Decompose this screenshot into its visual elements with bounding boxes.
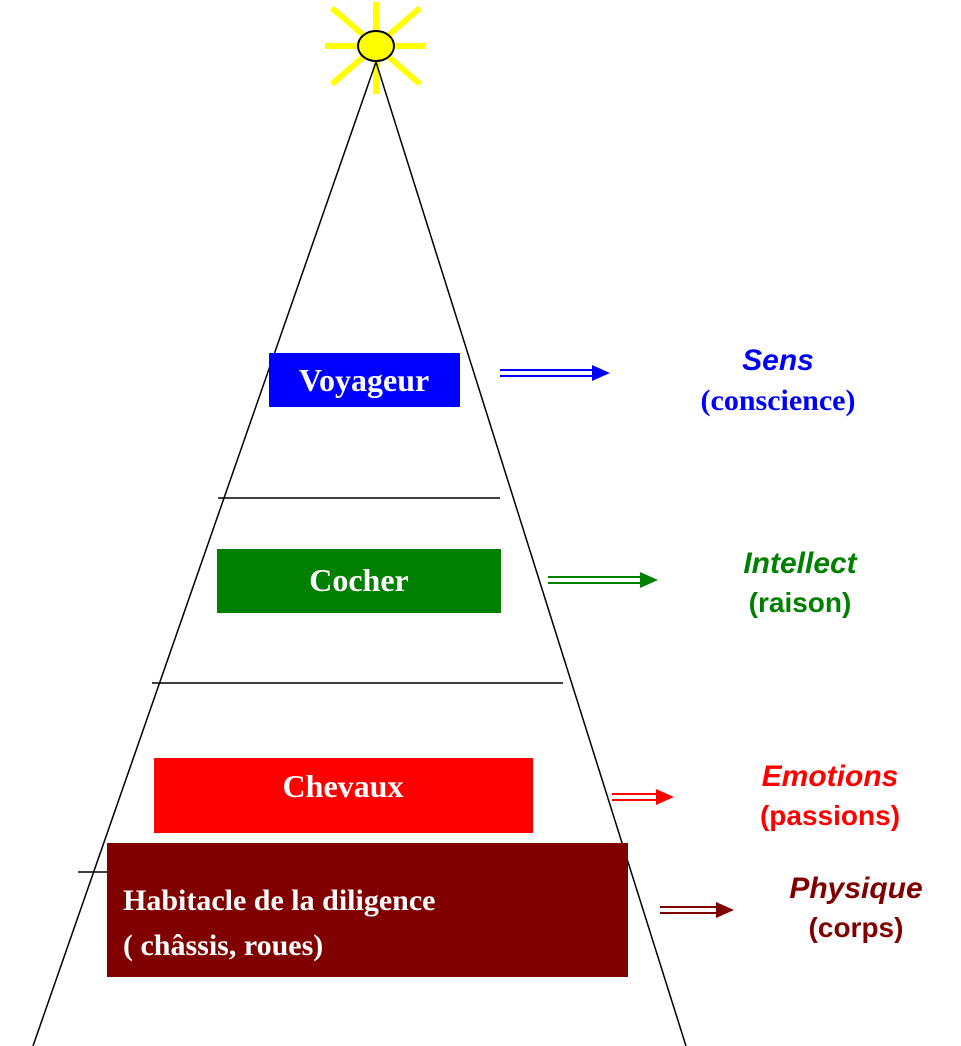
- habitacle-box-label-line2: ( châssis, roues): [123, 929, 323, 962]
- sun-icon: [325, 2, 425, 94]
- chevaux-title: Emotions: [762, 760, 899, 793]
- level-chevaux: Chevaux Emotions (passions): [154, 758, 900, 833]
- chevaux-box: [154, 758, 533, 833]
- habitacle-box-label: Habitacle de la diligence: [123, 884, 435, 917]
- voyageur-subtitle: (conscience): [701, 384, 856, 417]
- voyageur-arrow: [500, 369, 596, 377]
- habitacle-title: Physique: [789, 872, 922, 905]
- level-cocher: Cocher Intellect (raison): [217, 547, 859, 618]
- habitacle-arrowhead: [716, 902, 734, 918]
- cocher-arrowhead: [640, 572, 658, 588]
- cocher-title: Intellect: [743, 547, 858, 580]
- pyramid-outline: [32, 61, 687, 1046]
- cocher-subtitle: (raison): [749, 587, 852, 618]
- chevaux-arrow: [612, 793, 660, 801]
- voyageur-box: [269, 353, 460, 407]
- voyageur-arrowhead: [592, 365, 610, 381]
- cocher-box-label: Cocher: [309, 562, 409, 598]
- level-voyageur: Voyageur Sens (conscience): [269, 344, 855, 417]
- level-habitacle: Habitacle de la diligence ( châssis, rou…: [107, 843, 923, 977]
- habitacle-subtitle: (corps): [809, 912, 904, 943]
- chevaux-box-label: Chevaux: [283, 768, 404, 804]
- habitacle-box: [107, 843, 628, 977]
- chevaux-arrowhead: [656, 789, 674, 805]
- chevaux-subtitle: (passions): [760, 800, 900, 831]
- voyageur-box-label: Voyageur: [299, 362, 429, 398]
- cocher-box: [217, 549, 501, 613]
- voyageur-title: Sens: [742, 344, 814, 377]
- habitacle-arrow: [660, 906, 720, 914]
- cocher-arrow: [548, 576, 644, 584]
